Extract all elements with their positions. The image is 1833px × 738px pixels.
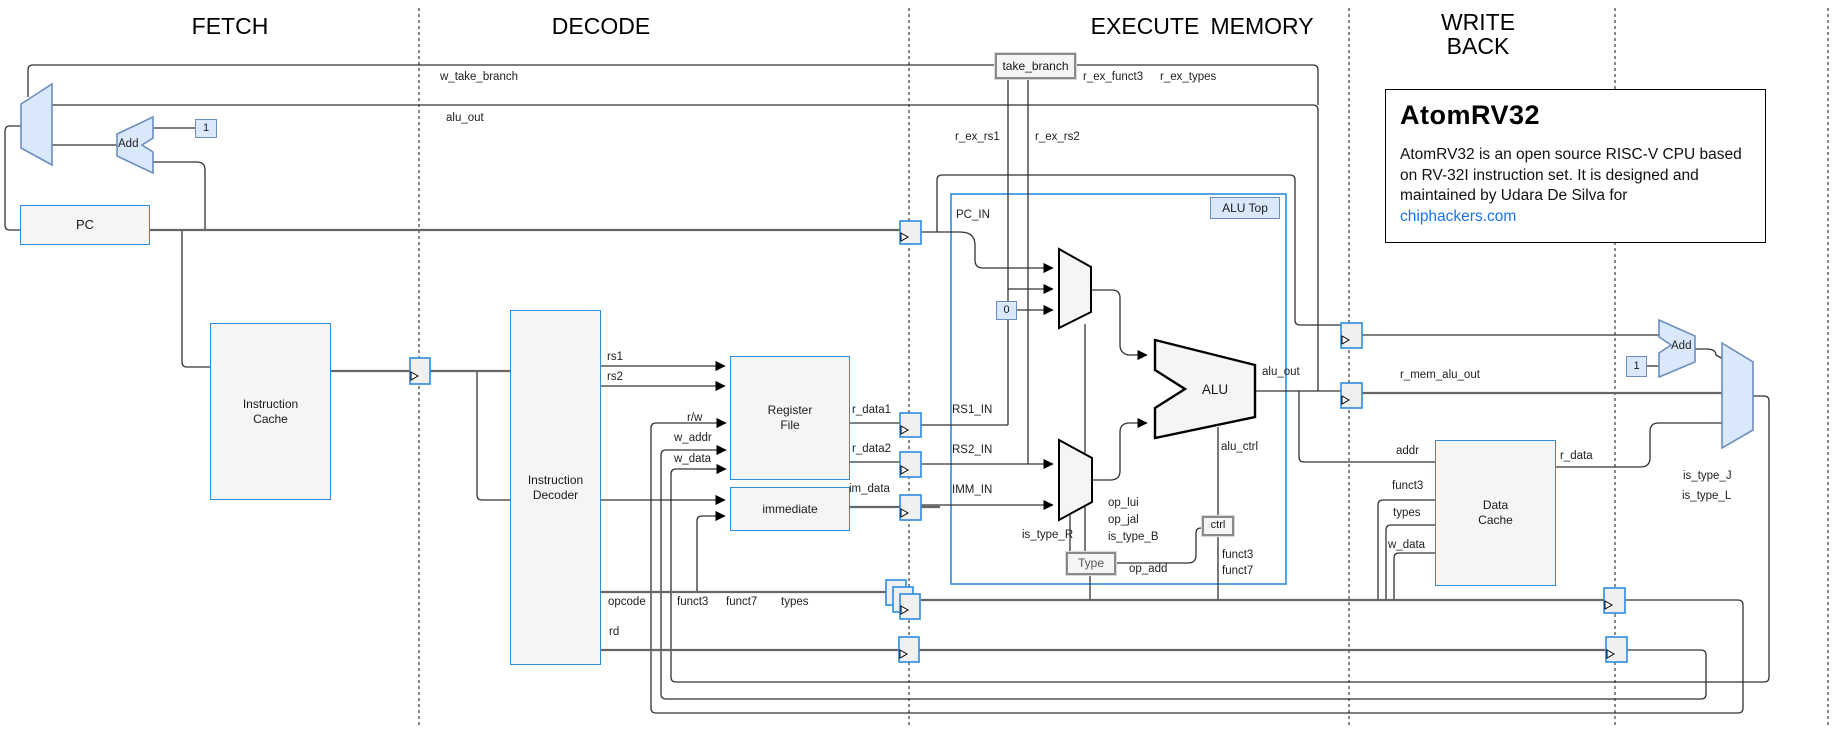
wire-label: funct3 [677,596,709,608]
type-block[interactable]: Type [1065,551,1117,576]
wire-label: w_data [1388,539,1426,551]
wire-label: alu_out [446,112,484,124]
wire-label: w_take_branch [440,71,518,83]
wire-label: funct7 [1222,565,1254,577]
immediate-block[interactable]: immediate [730,487,850,531]
wire-label: r_mem_alu_out [1400,369,1480,381]
alu-label: ALU [1201,381,1229,397]
wire-label: r_ex_types [1160,71,1217,83]
wb-add-label: Add [1671,340,1692,352]
ctrl-block[interactable]: ctrl [1201,515,1235,537]
wire-label: w_data [674,453,712,465]
alu-shape [1153,338,1257,440]
fetch-pc-mux [20,82,53,167]
wire-label: funct3 [1222,549,1254,561]
buses [150,228,1722,652]
wire-label: IMM_IN [952,484,993,496]
wire-label: r_data [1560,450,1593,462]
wire-label: r_data1 [852,404,892,416]
info-box: AtomRV32 AtomRV32 is an open source RISC… [1385,89,1766,243]
wb-result-mux [1721,341,1754,450]
wire-label: alu_ctrl [1221,441,1259,453]
exe-op2-mux [1058,438,1093,522]
wire-label: types [1393,507,1421,519]
fetch-add-mux [116,115,154,175]
wire-label: funct7 [726,596,758,608]
stage-header-execute: EXECUTE [1090,13,1200,39]
instruction-cache-block[interactable]: Instruction Cache [210,323,331,500]
data-cache-block[interactable]: Data Cache [1435,440,1556,586]
fetch-add-label: Add [118,138,139,150]
wire-label: is_type_R [1022,529,1074,541]
register-file-block[interactable]: Register File [730,356,850,480]
wire-label: rs1 [607,351,623,363]
pipeline-registers [409,220,1628,663]
wire-label: rs2 [607,371,623,383]
exe-op1-mux [1058,247,1092,330]
wire-label: RS2_IN [952,444,993,456]
wire-label: op_add [1129,563,1168,575]
wire-label: r_ex_funct3 [1083,71,1144,83]
wires [4,64,1770,714]
wire-label: w_addr [674,432,712,444]
const-one-fetch: 1 [195,119,217,138]
pc-block[interactable]: PC [20,205,150,245]
stage-header-memory: MEMORY [1210,13,1314,39]
wire-label: is_type_J [1683,470,1732,482]
wire-label: r_data2 [852,443,892,455]
const-zero: 0 [996,301,1017,320]
wire-label: funct3 [1392,480,1424,492]
chiphackers-link[interactable]: chiphackers.com [1400,207,1517,225]
wire-label: is_type_L [1682,490,1732,502]
wire-label: PC_IN [956,209,990,221]
wire-label: r_ex_rs2 [1035,131,1080,143]
stage-header-decode: DECODE [551,13,651,39]
wire-label: rd [609,626,620,638]
wb-add-mux [1658,318,1696,379]
wire-label: op_jal [1108,514,1139,526]
wire-label: opcode [608,596,646,608]
alu-top-container [950,193,1287,585]
alu-top-badge: ALU Top [1210,197,1280,219]
wire-label: types [781,596,809,608]
wire-label: im_data [849,483,890,495]
shapes [20,82,1754,522]
wire-label: alu_out [1262,366,1300,378]
stage-header-write-back: WRITE BACK [1440,9,1516,60]
instruction-decoder-block[interactable]: Instruction Decoder [510,310,601,665]
wire-label: addr [1396,445,1420,457]
wire-label: is_type_B [1108,531,1159,543]
wire-label: r_ex_rs1 [955,131,1000,143]
take-branch-block[interactable]: take_branch [994,52,1077,80]
info-body: AtomRV32 is an open source RISC-V CPU ba… [1400,146,1742,225]
stage-header-fetch: FETCH [191,13,269,39]
info-title: AtomRV32 [1400,100,1541,130]
wire-label: r/w [687,412,703,424]
wire-label: op_lui [1108,497,1139,509]
wire-label: RS1_IN [952,404,993,416]
const-one-wb: 1 [1626,356,1647,377]
